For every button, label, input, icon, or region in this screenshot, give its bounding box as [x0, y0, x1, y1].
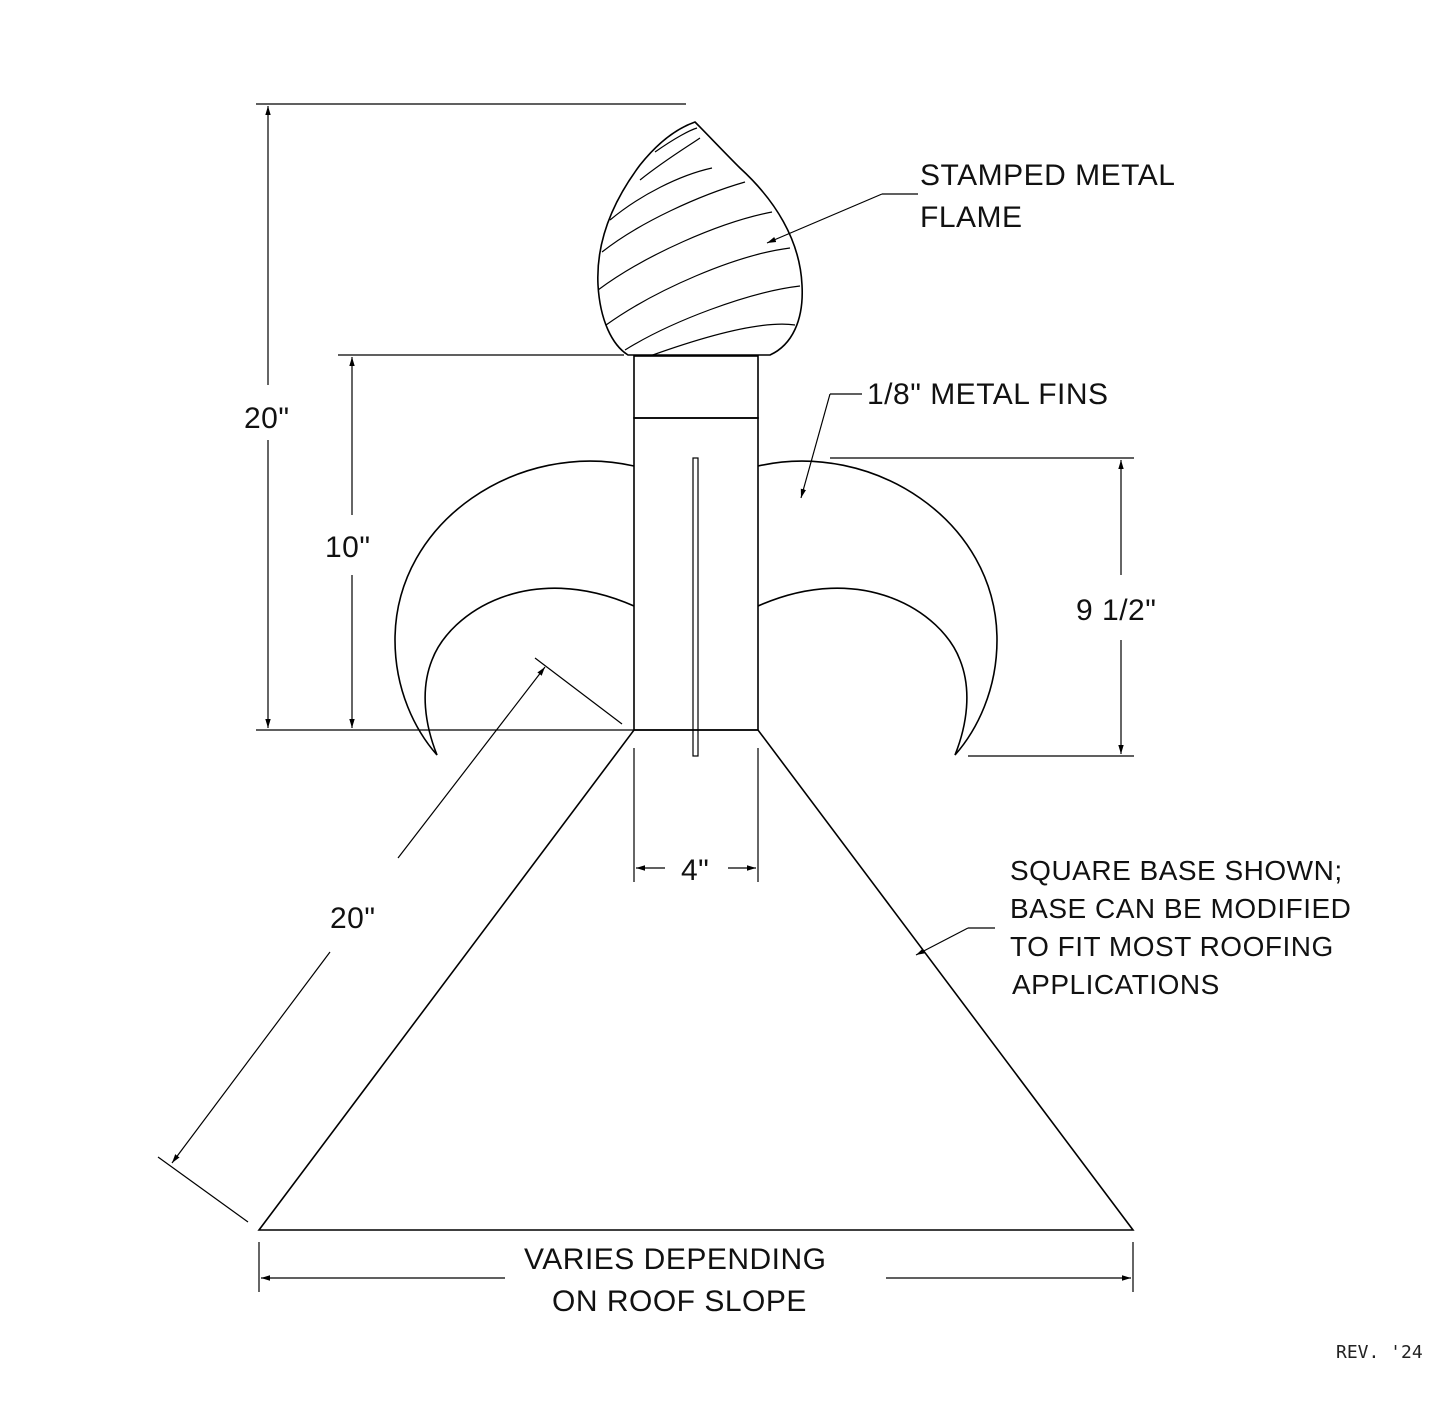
dim-overall-height: [256, 103, 686, 731]
revision-label: REV. '24: [1336, 1342, 1423, 1363]
fins-label: 1/8" METAL FINS: [867, 378, 1109, 411]
base-note-line3: TO FIT MOST ROOFING: [1010, 931, 1334, 962]
square-base: [257, 729, 1135, 1231]
fin-slot: [692, 457, 699, 757]
post: [633, 417, 759, 731]
flame-label-line1: STAMPED METAL: [920, 159, 1175, 192]
dim-post-width: [633, 748, 759, 882]
base-note-line2: BASE CAN BE MODIFIED: [1010, 893, 1351, 924]
collar: [633, 355, 759, 419]
fins-leader: [800, 393, 862, 499]
left-fin: [394, 460, 635, 756]
flame-leader: [766, 193, 918, 244]
base-note-line1: SQUARE BASE SHOWN;: [1010, 855, 1343, 886]
dim-base-slant: [157, 657, 623, 1223]
base-note-line4: APPLICATIONS: [1012, 969, 1220, 1000]
flame-shape: [597, 121, 803, 357]
dim-base-width: [258, 1242, 1134, 1292]
dim-overall-height-label: 20": [244, 402, 290, 435]
right-fin: [757, 460, 998, 756]
flame-label-line2: FLAME: [920, 201, 1023, 234]
dim-collar-height: [338, 354, 624, 728]
base-width-label-line1: VARIES DEPENDING: [524, 1243, 827, 1276]
dim-collar-height-label: 10": [325, 531, 371, 564]
dim-base-slant-label: 20": [330, 902, 376, 935]
dim-fin-height-label: 9 1/2": [1076, 594, 1156, 627]
base-width-label-line2: ON ROOF SLOPE: [552, 1285, 807, 1318]
dim-post-width-label: 4": [681, 854, 709, 887]
dim-fin-height: [830, 457, 1134, 757]
base-note-leader: [915, 927, 995, 956]
